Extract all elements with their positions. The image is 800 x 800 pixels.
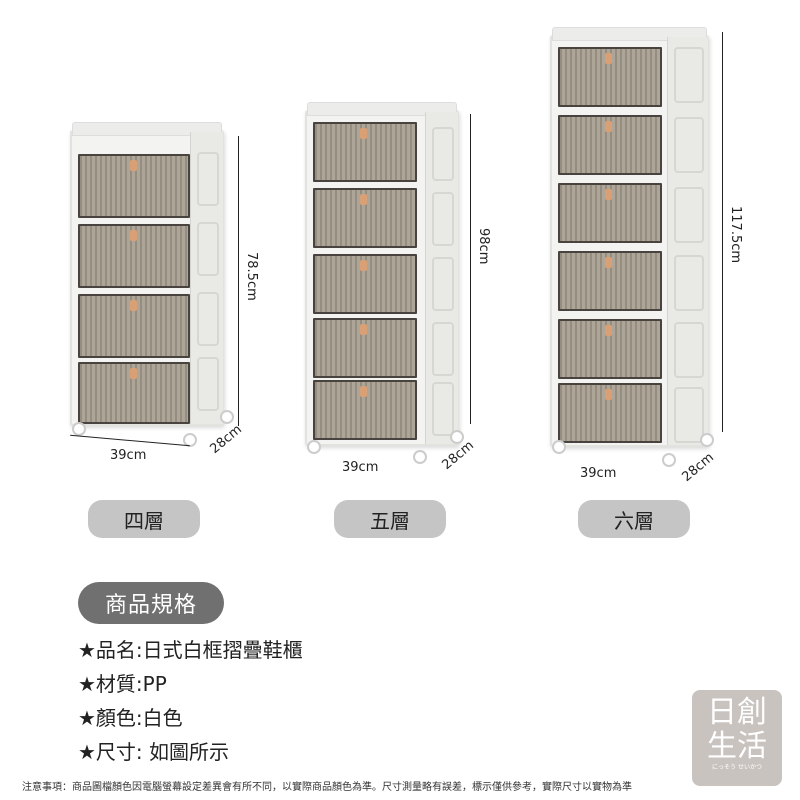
width-label: 39cm — [580, 466, 617, 481]
spec-item-name: ★品名:日式白框摺疊鞋櫃 — [78, 638, 303, 662]
spec-title: 商品規格 — [78, 582, 224, 624]
cabinet-5-tier — [305, 102, 465, 464]
logo-line1: 日創 — [707, 695, 767, 730]
spec-item-size: ★尺寸: 如圖所示 — [78, 740, 230, 764]
tier-option-5[interactable]: 五層 — [334, 500, 446, 538]
spec-item-material: ★材質:PP — [78, 672, 167, 696]
brand-logo: 日創 生活 にっそう せいかつ — [692, 690, 782, 786]
height-dimension-line — [722, 32, 723, 432]
height-label: 98cm — [476, 228, 491, 265]
cabinet-6-tier — [550, 27, 715, 467]
tier-option-4[interactable]: 四層 — [88, 500, 200, 538]
height-label: 78.5cm — [244, 252, 259, 301]
height-dimension-line — [470, 114, 471, 424]
cabinet-4-tier — [70, 122, 234, 447]
logo-sub: にっそう せいかつ — [712, 764, 762, 771]
tier-option-6[interactable]: 六層 — [578, 500, 690, 538]
logo-line2: 生活 — [707, 729, 767, 764]
width-dimension-line — [70, 434, 190, 447]
width-label: 39cm — [110, 448, 147, 463]
height-dimension-line — [238, 136, 239, 426]
spec-item-color: ★顏色:白色 — [78, 706, 183, 730]
notice-text: 注意事項：商品圖檔顏色因電腦螢幕設定差異會有所不同，以實際商品顏色為準。尺寸測量… — [22, 782, 632, 793]
width-label: 39cm — [342, 460, 379, 475]
height-label: 117.5cm — [728, 206, 743, 264]
